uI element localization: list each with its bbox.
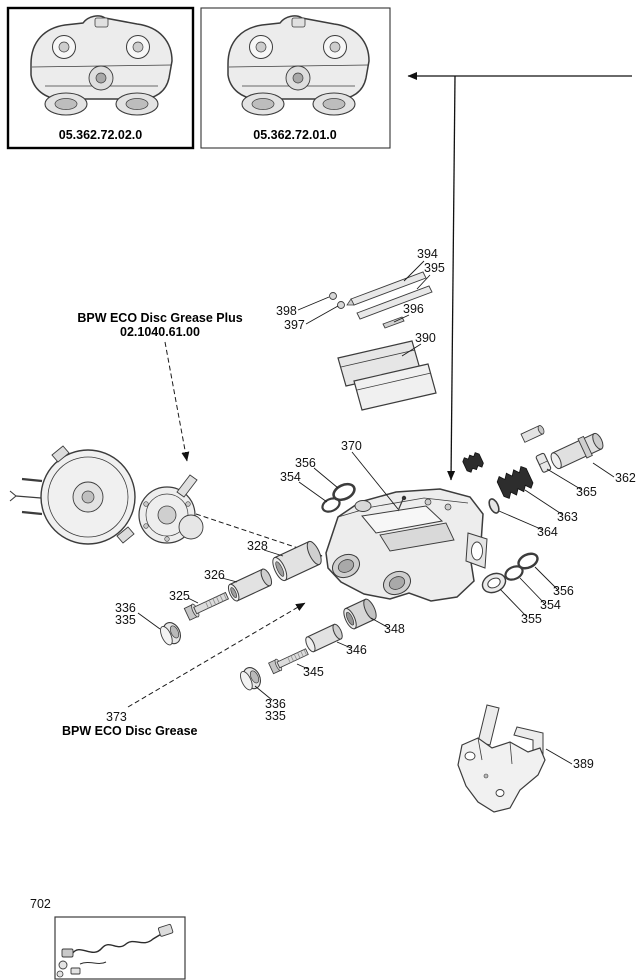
- seal-ring-356-left: [332, 482, 356, 502]
- bolt-370: [397, 498, 404, 512]
- part-callout-336: 336: [115, 601, 136, 615]
- clip-365: [535, 452, 552, 473]
- bushing-348: [343, 598, 377, 630]
- guide-sleeve-346: [305, 623, 343, 653]
- sensor-cable: [71, 932, 164, 955]
- part-callout-396: 396: [403, 302, 424, 316]
- guide-sleeve-328: [272, 540, 322, 582]
- part-callout-328: 328: [247, 539, 268, 553]
- part-callout-389: 389: [573, 757, 594, 771]
- small-pin: [520, 425, 545, 443]
- part-callout-390: 390: [415, 331, 436, 345]
- part-callout-362: 362: [615, 471, 636, 485]
- seal-ring-354-right: [504, 565, 524, 581]
- sensor-head: [61, 948, 74, 958]
- part-callout-354: 354: [540, 598, 561, 612]
- part-callout-370: 370: [341, 439, 362, 453]
- part-callout-326: 326: [204, 568, 225, 582]
- part-callout-363: 363: [557, 510, 578, 524]
- part-callout-354: 354: [280, 470, 301, 484]
- part-callout-397: 397: [284, 318, 305, 332]
- part-callout-395: 395: [424, 261, 445, 275]
- bracket-389: [457, 704, 546, 813]
- screw-398: [329, 292, 337, 300]
- cable-connector: [157, 923, 174, 937]
- part-callout-355: 355: [521, 612, 542, 626]
- part-callout-373: 373: [106, 710, 127, 724]
- adjuster-unit: [138, 474, 204, 544]
- screw-397: [337, 301, 345, 309]
- ring-355: [481, 572, 507, 594]
- sensor-kit-box: [54, 916, 186, 980]
- part-callout-345: 345: [303, 665, 324, 679]
- part-callout-394: 394: [417, 247, 438, 261]
- part-callout-348: 348: [384, 622, 405, 636]
- caliper-body: [325, 488, 488, 602]
- seal-ring-356-right: [517, 552, 539, 570]
- guide-pin-362: [550, 432, 604, 470]
- variant-part-number-left: 05.362.72.02.0: [58, 128, 143, 142]
- part-callout-702: 702: [30, 897, 51, 911]
- part-callout-398: 398: [276, 304, 297, 318]
- part-callout-346: 346: [346, 643, 367, 657]
- part-callout-336: 336: [265, 697, 286, 711]
- boot-small: [462, 452, 484, 473]
- brake-chamber: [9, 445, 136, 545]
- variant-box-right: [200, 7, 391, 149]
- part-callout-335: 335: [115, 613, 136, 627]
- brake-pads: [337, 340, 437, 411]
- part-callout-356: 356: [295, 456, 316, 470]
- part-callout-365: 365: [576, 485, 597, 499]
- pad-retainer-springs: [329, 271, 433, 329]
- leader-lines: [137, 260, 615, 765]
- guide-sleeve-326: [227, 568, 273, 602]
- variant-pointer-arrow: [407, 72, 632, 481]
- part-callout-335: 335: [265, 709, 286, 723]
- part-callout-356: 356: [553, 584, 574, 598]
- grease-plus-note-line1: BPW ECO Disc Grease Plus: [77, 311, 243, 325]
- seal-ring-354-left: [321, 497, 341, 513]
- cap-336-335-lower: [237, 664, 265, 694]
- part-callout-364: 364: [537, 525, 558, 539]
- part-callout-325: 325: [169, 589, 190, 603]
- bolt-325: [183, 588, 231, 622]
- grease-leader-lines: [127, 341, 323, 708]
- variant-box-left: [6, 6, 195, 150]
- boot-363: [496, 465, 534, 499]
- grease-plus-note-line2: 02.1040.61.00: [120, 325, 200, 339]
- grease-note-label: BPW ECO Disc Grease: [62, 724, 198, 738]
- variant-part-number-right: 05.362.72.01.0: [253, 128, 337, 142]
- cap-336-335-upper: [157, 619, 185, 649]
- washer-364: [488, 498, 500, 514]
